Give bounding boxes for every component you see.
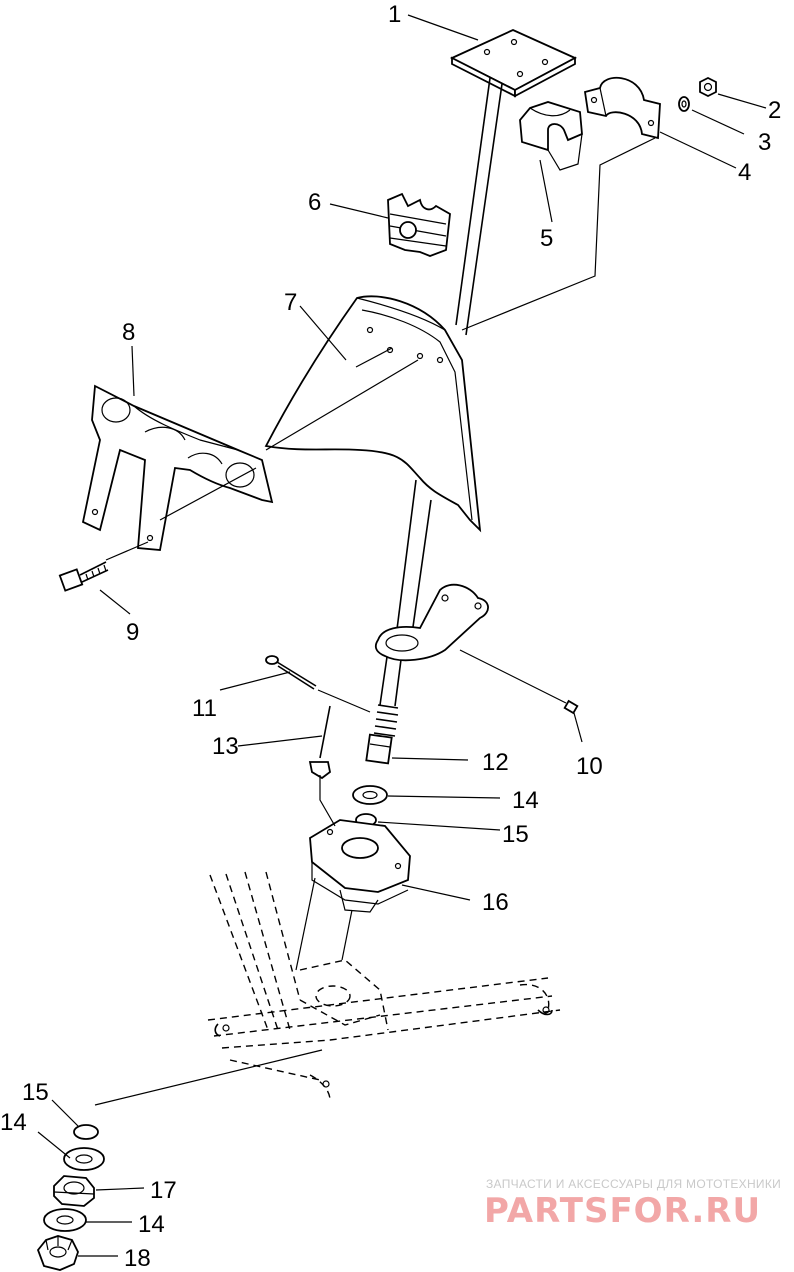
callout-14-upper: 14 [512,787,539,814]
part-18-castle-nut [36,1235,79,1271]
callout-15-upper: 15 [502,821,529,848]
part-16-steering-block [309,819,411,913]
callout-16: 16 [482,889,509,916]
watermark-logo: PARTSFOR.RU [484,1191,761,1231]
watermark-tagline: ЗАПЧАСТИ И АКСЕССУАРЫ ДЛЯ МОТОТЕХНИКИ [486,1177,781,1191]
part-3-washer [678,96,690,112]
callout-6: 6 [308,189,321,216]
callout-15-lower: 15 [22,1079,49,1106]
part-10-screw [563,699,579,715]
frame-phantom [207,871,561,1101]
callout-5: 5 [540,225,553,252]
callout-14-lower-a: 14 [0,1109,27,1136]
part-10-steering-bracket [374,583,489,662]
steering-shroud [264,295,482,533]
callout-14-lower-b: 14 [138,1211,165,1238]
part-4-clamp [583,76,661,140]
callout-18: 18 [124,1245,151,1272]
callout-2: 2 [768,97,781,124]
part-5-bushing [519,101,583,171]
part-14-washer-upper [352,785,388,805]
part-15-oring-lower [73,1124,99,1140]
part-8-bracket [81,384,274,551]
part-17-nut [53,1175,95,1207]
callout-4: 4 [738,159,751,186]
callout-9: 9 [126,619,139,646]
callout-3: 3 [758,129,771,156]
callout-13: 13 [212,733,239,760]
callout-11: 11 [192,695,217,722]
part-14-washer-lower-b [43,1208,87,1232]
watermark: ЗАПЧАСТИ И АКСЕССУАРЫ ДЛЯ МОТОТЕХНИКИ PA… [484,1177,781,1231]
callout-1: 1 [388,1,401,28]
part-11-cotter-pin [265,655,317,690]
part-13-pin [308,705,331,780]
part-2-nut [699,76,717,98]
leader-lines [37,14,767,1257]
callout-10: 10 [576,753,603,780]
part-14-washer-lower-a [63,1147,105,1171]
part-9-bolt [58,561,109,592]
part-1-steering-post [365,29,578,765]
callout-12: 12 [482,749,509,776]
part-6-rubber-bushing [387,192,451,257]
callout-7: 7 [284,289,297,316]
callout-8: 8 [122,319,135,346]
callout-17: 17 [150,1177,177,1204]
